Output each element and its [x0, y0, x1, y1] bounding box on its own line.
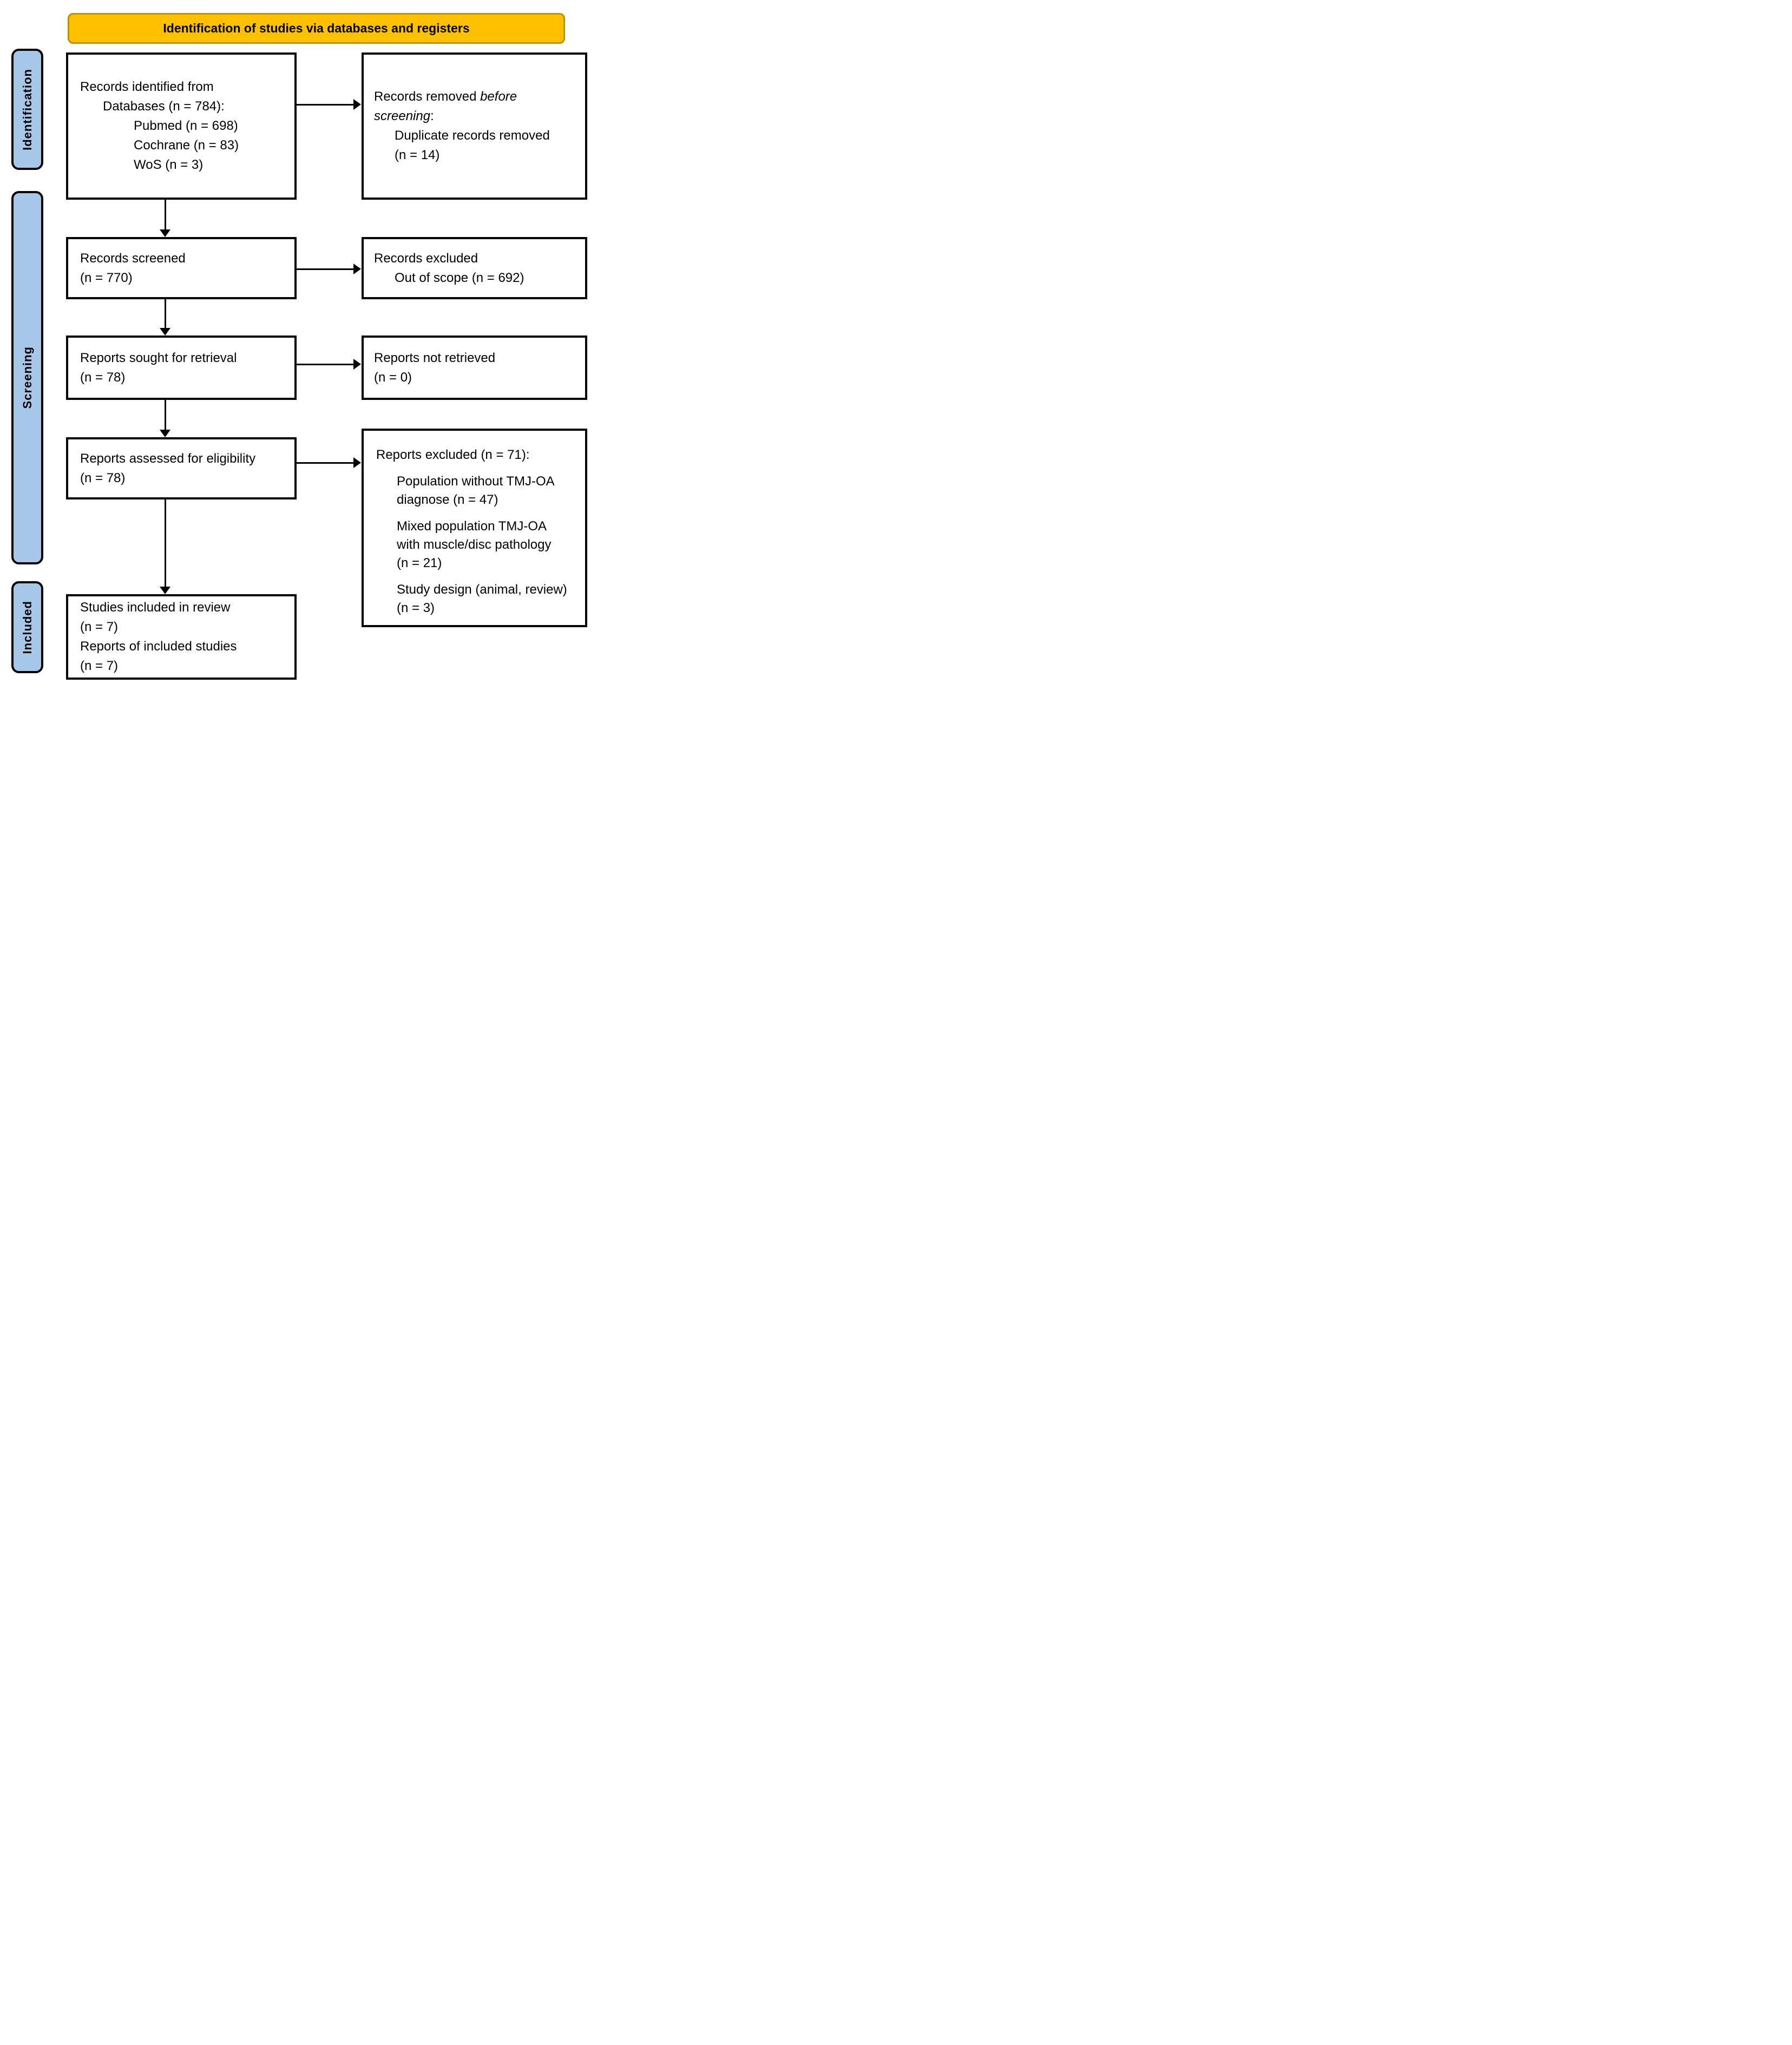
- box-line: (n = 78): [80, 370, 126, 385]
- box-line: Records screened: [80, 251, 186, 266]
- box-records-identified: Records identified from Databases (n = 7…: [66, 52, 297, 200]
- arrow-sought-to-not-retrieved: [297, 359, 361, 370]
- box-line: Records excluded: [374, 251, 478, 266]
- box-line: Population without TMJ-OA: [397, 474, 555, 489]
- stage-label-screening-text: Screening: [20, 346, 34, 409]
- box-line: (n = 3): [397, 601, 435, 615]
- box-line: (n = 770): [80, 270, 133, 285]
- box-line: (n = 78): [80, 470, 126, 485]
- box-line: Databases (n = 784):: [103, 99, 225, 114]
- stage-label-identification: Identification: [11, 49, 43, 170]
- box-studies-included: Studies included in review (n = 7) Repor…: [66, 594, 297, 680]
- box-line: diagnose (n = 47): [397, 492, 498, 507]
- box-line: (n = 7): [80, 659, 119, 673]
- box-line: Reports assessed for eligibility: [80, 451, 256, 466]
- title-banner: Identification of studies via databases …: [68, 13, 565, 44]
- box-line: Records identified from: [80, 80, 214, 94]
- box-line: screening:: [374, 109, 434, 123]
- box-line: Reports excluded (n = 71):: [376, 448, 530, 462]
- prisma-flow-diagram: Identification of studies via databases …: [0, 0, 598, 682]
- diagram-title: Identification of studies via databases …: [163, 21, 470, 35]
- stage-label-screening: Screening: [11, 191, 43, 564]
- spacer: [376, 464, 581, 472]
- box-line: Records removed before: [374, 89, 517, 104]
- arrow-screened-to-sought: [160, 299, 170, 336]
- box-line: Reports of included studies: [80, 639, 237, 654]
- box-line: Duplicate records removed: [395, 128, 550, 143]
- stage-label-identification-text: Identification: [20, 68, 34, 150]
- box-line: Pubmed (n = 698): [134, 119, 238, 133]
- box-reports-excluded-reasons: Reports excluded (n = 71): Population wi…: [362, 429, 587, 627]
- box-line: Out of scope (n = 692): [395, 270, 524, 285]
- box-line: (n = 0): [374, 370, 412, 385]
- arrow-assessed-to-reports-excluded: [297, 457, 361, 468]
- box-line: with muscle/disc pathology: [397, 537, 552, 552]
- box-line: Studies included in review: [80, 600, 231, 615]
- stage-label-included: Included: [11, 581, 43, 673]
- stage-label-included-text: Included: [20, 600, 34, 654]
- box-records-removed: Records removed before screening: Duplic…: [362, 52, 587, 200]
- spacer: [376, 509, 581, 517]
- box-line: Study design (animal, review): [397, 582, 567, 597]
- arrow-identified-to-screened: [160, 199, 170, 237]
- box-records-excluded: Records excluded Out of scope (n = 692): [362, 237, 587, 299]
- box-line: (n = 7): [80, 620, 119, 634]
- box-reports-assessed: Reports assessed for eligibility (n = 78…: [66, 437, 297, 499]
- box-reports-sought: Reports sought for retrieval (n = 78): [66, 336, 297, 400]
- box-line: Cochrane (n = 83): [134, 138, 239, 153]
- arrow-identified-to-removed: [297, 99, 361, 110]
- box-line: (n = 21): [397, 556, 442, 570]
- box-line: Reports sought for retrieval: [80, 350, 237, 365]
- box-line: (n = 14): [395, 148, 440, 162]
- box-reports-not-retrieved: Reports not retrieved (n = 0): [362, 336, 587, 400]
- box-line: WoS (n = 3): [134, 157, 204, 172]
- box-line: Mixed population TMJ-OA: [397, 519, 547, 534]
- box-records-screened: Records screened (n = 770): [66, 237, 297, 299]
- arrow-assessed-to-included: [160, 499, 170, 594]
- arrow-sought-to-assessed: [160, 400, 170, 437]
- spacer: [376, 573, 581, 581]
- box-line: Reports not retrieved: [374, 350, 496, 365]
- arrow-screened-to-excluded: [297, 264, 361, 274]
